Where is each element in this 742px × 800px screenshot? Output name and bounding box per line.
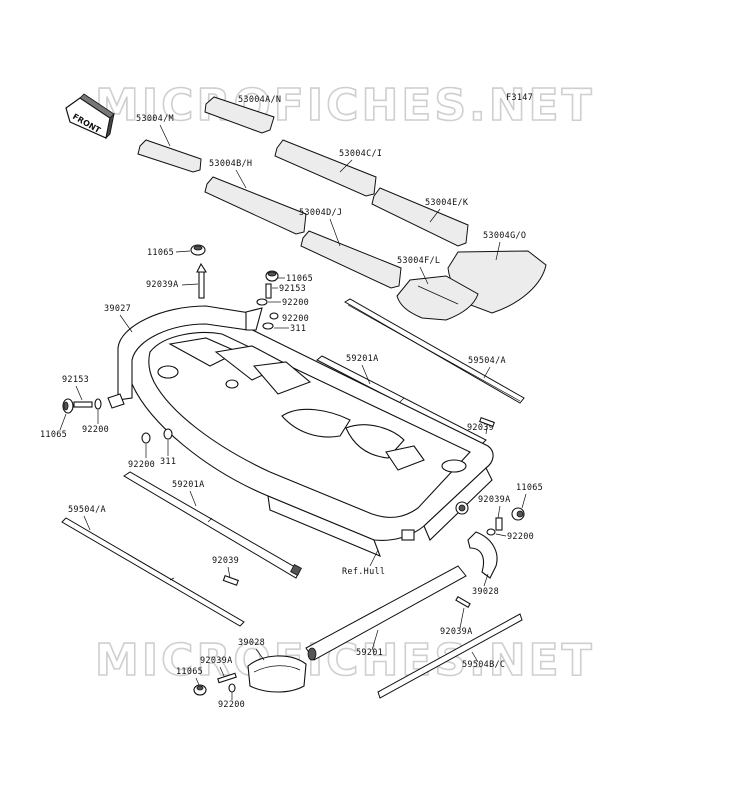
strip-59504-A-left [61, 517, 245, 627]
strip-59504-A-right [344, 298, 525, 404]
label-59201A-right: 59201A [346, 354, 379, 364]
label-53004A-N: 53004A/N [238, 95, 281, 105]
strip-59201-lower [305, 565, 467, 661]
ref-hull-label: Ref.Hull [342, 567, 385, 577]
label-11065-top: 11065 [147, 248, 174, 258]
rivet-92039-right [479, 417, 495, 427]
washer-92200-bottom [228, 683, 236, 693]
label-92039A-bottom: 92039A [200, 656, 233, 666]
label-11065-right: 11065 [516, 483, 543, 493]
label-53004D-J: 53004D/J [299, 208, 342, 218]
washer-92200-lower [141, 432, 151, 444]
label-53004G-O: 53004G/O [483, 231, 526, 241]
label-311-lower: 311 [160, 457, 176, 467]
label-92200-mid2: 92200 [282, 314, 309, 324]
rivet-92039A-bottom [217, 672, 237, 684]
label-39027: 39027 [104, 304, 131, 314]
label-92200-mid1: 92200 [282, 298, 309, 308]
rivet-92039-left [222, 575, 239, 586]
label-92039-right: 92039 [467, 423, 494, 433]
mat-53004D-J [300, 230, 402, 289]
label-311-mid: 311 [290, 324, 306, 334]
mat-53004-M [137, 139, 202, 173]
label-59201A-left: 59201A [172, 480, 205, 490]
strip-59504B-C-lower [377, 613, 523, 699]
cap-11065-bottom [193, 684, 207, 696]
screw-92153-mid [265, 283, 272, 299]
cap-11065-top [190, 244, 206, 256]
label-92153-mid: 92153 [279, 284, 306, 294]
label-53004C-I: 53004C/I [339, 149, 382, 159]
rivet-92039A-top [196, 262, 207, 299]
screw-92153-left [73, 401, 93, 408]
bumper-39028-lower [247, 655, 307, 693]
washer-92200-left [94, 398, 102, 410]
label-92039-left: 92039 [212, 556, 239, 566]
label-92200-right: 92200 [507, 532, 534, 542]
label-92039A-right: 92039A [478, 495, 511, 505]
mat-53004F-L [396, 275, 479, 321]
label-59504B-C-lower: 59504B/C [462, 660, 505, 670]
cap-11065-left [62, 398, 74, 414]
strip-59201A-left [123, 471, 302, 579]
label-39028-right: 39028 [472, 587, 499, 597]
figure-code: F3147 [506, 93, 533, 103]
nut-311-mid [262, 322, 274, 330]
watermark-top: MICROFICHES.NET [95, 80, 595, 131]
label-92200-left: 92200 [82, 425, 109, 435]
label-53004-M: 53004/M [136, 114, 174, 124]
label-92039A-lower: 92039A [440, 627, 473, 637]
label-59201-lower: 59201 [356, 648, 383, 658]
cap-11065-mid [265, 270, 279, 282]
label-11065-bottom: 11065 [176, 667, 203, 677]
mat-53004A-N [204, 96, 275, 134]
label-39028-lower: 39028 [238, 638, 265, 648]
bumper-39028-right [467, 531, 498, 579]
rivet-92039A-right [495, 517, 503, 531]
label-92039A-top: 92039A [146, 280, 179, 290]
label-11065-mid: 11065 [286, 274, 313, 284]
cap-11065-right [511, 507, 525, 521]
label-59504-A-right: 59504/A [468, 356, 506, 366]
washer-92200-mid2 [269, 312, 279, 320]
label-59504-A-left: 59504/A [68, 505, 106, 515]
mat-53004B-H [204, 176, 307, 235]
label-92200-bottom: 92200 [218, 700, 245, 710]
nut-311-lower [163, 428, 173, 440]
label-53004E-K: 53004E/K [425, 198, 469, 208]
mat-53004C-I [274, 139, 377, 197]
label-53004B-H: 53004B/H [209, 159, 252, 169]
washer-92200-mid1 [256, 298, 268, 306]
label-11065-left: 11065 [40, 430, 67, 440]
bumper-39027 [117, 305, 263, 401]
label-92153-left: 92153 [62, 375, 89, 385]
washer-92200-right [486, 528, 496, 536]
bracket-left [107, 393, 125, 409]
hull-body [126, 311, 494, 557]
mat-53004E-K [371, 187, 469, 247]
label-92200-lower: 92200 [128, 460, 155, 470]
label-53004F-L: 53004F/L [397, 256, 440, 266]
rivet-92039A-lower [455, 596, 471, 608]
